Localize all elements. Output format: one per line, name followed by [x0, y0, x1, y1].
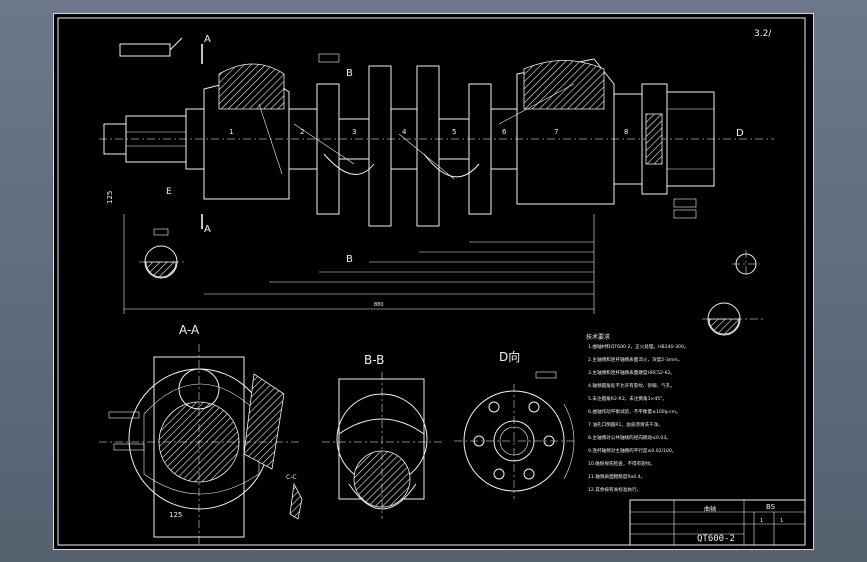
rear-flange-section [645, 113, 663, 165]
e-marker: E [166, 187, 172, 197]
keyway-sections-right [702, 250, 766, 336]
keyway-detail [119, 43, 171, 57]
part-name: 曲轴 [704, 505, 716, 513]
total-length-dim: 880 [374, 302, 384, 308]
material-code: QT600-2 [697, 534, 735, 544]
section-a-bottom: A [204, 224, 211, 235]
section-b-top: B [346, 68, 353, 79]
drawing-sheet: 3.2/ [53, 13, 814, 550]
counterweight-1-section [218, 63, 285, 110]
crankshaft-main-view: 1 2 3 4 5 6 7 8 A A B B D E [99, 34, 774, 314]
web-5 [468, 83, 492, 215]
dim-125: 125 [106, 191, 114, 204]
dimension-lines: 880 125 [106, 191, 595, 314]
tech-note: 3.主轴颈和连杆轴颈表面硬度HRC52-62。 [588, 369, 675, 376]
tech-notes-title: 技术要求 [586, 333, 610, 341]
web-2 [316, 83, 340, 215]
section-b-b: B-B [322, 353, 444, 519]
callout-box [673, 198, 697, 208]
cc-label: C-C [286, 474, 297, 481]
web-4 [416, 65, 440, 227]
inner-border [57, 17, 806, 546]
journal-number: 3 [352, 128, 356, 136]
tech-note: 7.油孔口倒圆R1，油道须清洗干净。 [588, 421, 663, 428]
tech-note: 1.曲轴材料QT600-2，正火处理，HB240-300。 [588, 343, 689, 350]
callout-box [673, 209, 697, 219]
tech-note: 10.磁粉探伤检查，不得有裂纹。 [588, 460, 655, 467]
tech-note: 12.其余按有关标准执行。 [588, 486, 641, 493]
scale-label: BS [766, 503, 776, 511]
tech-note: 4.轴颈圆角处不允许有裂纹、砂眼、气孔。 [588, 382, 675, 389]
technical-requirements: 技术要求 1.曲轴材料QT600-2，正火处理，HB240-300。 2.主轴颈… [586, 333, 689, 493]
corner-roughness-mark: 3.2/ [754, 29, 772, 39]
tech-note: 6.曲轴作动平衡试验，不平衡量≤100g·cm。 [588, 408, 681, 415]
journal-number: 4 [402, 128, 407, 136]
detail-shaft-section [139, 228, 184, 279]
tech-note: 9.连杆轴颈对主轴颈的平行度≤0.02/100。 [588, 447, 677, 454]
view-d: D向 [454, 349, 575, 499]
a-a-dim-125: 125 [169, 511, 182, 519]
counterweight-2-section [523, 60, 605, 110]
journal-number: 8 [624, 128, 628, 136]
tech-note: 8.主轴颈对公共轴线的径向跳动≤0.03。 [588, 434, 671, 441]
tech-note: 5.未注圆角R2-R3，未注倒角1×45°。 [588, 395, 667, 402]
view-d-title: D向 [499, 349, 520, 364]
section-a-a: A-A 125 [99, 323, 299, 544]
journal-number: 7 [554, 128, 558, 136]
sheet-mark: 1 [760, 518, 763, 524]
callout-box [318, 53, 340, 63]
journal-number: 6 [502, 128, 507, 136]
section-a-a-title: A-A [179, 323, 200, 337]
title-block: 曲轴 QT600-2 BS 1 1 [629, 499, 806, 546]
web-3 [368, 65, 392, 227]
section-b-b-title: B-B [364, 353, 384, 367]
section-a-top: A [204, 34, 211, 45]
journal-number: 5 [452, 128, 456, 136]
cc-detail: C-C [286, 474, 303, 520]
section-b-bottom: B [346, 254, 353, 265]
tech-note: 2.主轴颈和连杆轴颈表面淬火，深度2-3mm。 [588, 356, 682, 363]
drawing-canvas: 3.2/ [57, 17, 806, 546]
view-d-marker: D [736, 128, 744, 139]
journal-number: 2 [300, 128, 304, 136]
sheet-mark: 1 [780, 518, 783, 524]
tech-note: 11.轴颈表面粗糙度Ra0.4。 [588, 473, 645, 480]
journal-number: 1 [229, 128, 233, 136]
